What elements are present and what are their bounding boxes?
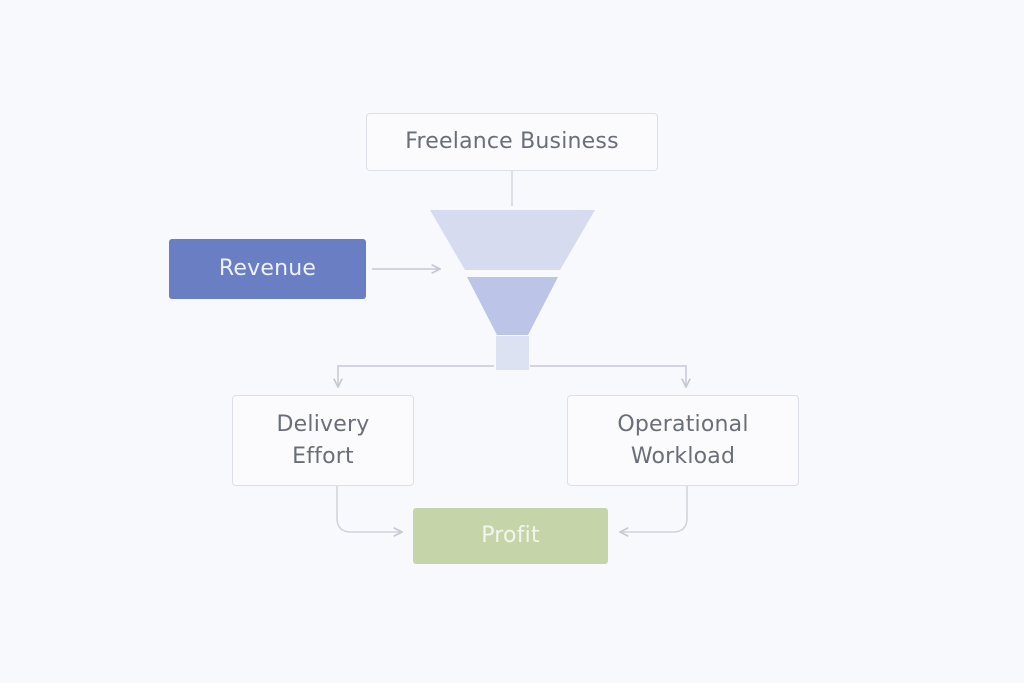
connector-operational-to-profit xyxy=(620,486,688,532)
connector-delivery-to-profit xyxy=(336,486,402,532)
operational-workload-node: Operational Workload xyxy=(567,395,799,486)
revenue-label: Revenue xyxy=(218,256,317,281)
delivery-effort-label: Delivery Effort xyxy=(276,411,370,469)
profit-label: Profit xyxy=(481,523,540,548)
funnel-top-band xyxy=(430,210,595,270)
revenue-node: Revenue xyxy=(169,239,366,299)
funnel-middle-band xyxy=(467,277,558,335)
profit-node: Profit xyxy=(413,508,608,564)
delivery-effort-node: Delivery Effort xyxy=(232,395,414,486)
connector-funnel-to-delivery xyxy=(338,365,494,387)
funnel-icon xyxy=(430,210,595,370)
freelance-business-node: Freelance Business xyxy=(366,113,658,171)
operational-workload-label: Operational Workload xyxy=(617,411,749,469)
funnel-spout xyxy=(496,336,529,370)
freelance-business-label: Freelance Business xyxy=(405,129,619,154)
connector-funnel-to-operational xyxy=(530,365,686,387)
